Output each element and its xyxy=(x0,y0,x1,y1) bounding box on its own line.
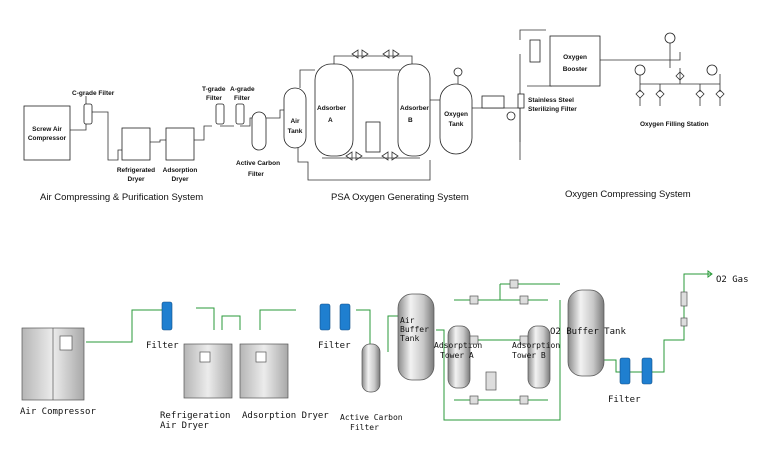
oxygen-tank xyxy=(439,83,473,155)
active-carbon-filter-top xyxy=(251,111,267,151)
adsorption-dryer-unit xyxy=(239,343,289,399)
filter-3b xyxy=(641,357,653,385)
top-schematic: Screw Air Compressor C-grade Filter Refr… xyxy=(23,29,725,203)
adsorption-tower-a xyxy=(447,325,471,389)
flow-meter xyxy=(481,95,505,109)
stainless-filter-label-2: Sterilizing Filter xyxy=(528,106,577,113)
screw-air-compressor xyxy=(23,105,71,161)
c-grade-filter xyxy=(83,103,93,125)
a-grade-filter-label-1: A-grade xyxy=(230,86,255,93)
section-air-compressing: Air Compressing & Purification System xyxy=(40,192,203,203)
t-grade-filter-label-2: Filter xyxy=(206,95,222,102)
refrigerated-dryer-label-1: Refrigerated xyxy=(117,167,155,174)
adsorption-tower-b xyxy=(527,325,551,389)
oxygen-booster-label-1: Oxygen xyxy=(563,54,587,61)
section-psa-generating: PSA Oxygen Generating System xyxy=(331,192,469,203)
tower-b-label-2: Tower B xyxy=(512,351,546,360)
adsorber-a-label-2: A xyxy=(328,117,333,124)
adsorption-dryer-label-2: Dryer xyxy=(172,176,189,183)
refrigerated-dryer-label-2: Dryer xyxy=(128,176,145,183)
gauge-icon xyxy=(664,32,676,44)
adsorption-dryer-bottom-label: Adsorption Dryer xyxy=(242,411,329,421)
oxygen-filling-station-label: Oxygen Filling Station xyxy=(640,121,709,128)
oxygen-tank-label-1: Oxygen xyxy=(444,111,468,118)
gauge-icon xyxy=(634,64,646,76)
o2-buffer-tank-label: O2 Buffer Tank xyxy=(550,327,626,337)
air-compressor-label: Air Compressor xyxy=(20,407,96,417)
filter-3-label: Filter xyxy=(608,395,641,405)
filter-1-label: Filter xyxy=(146,341,179,351)
a-grade-filter-label-2: Filter xyxy=(234,95,250,102)
refrigerated-dryer xyxy=(121,127,151,161)
tower-a-label-1: Adsorption xyxy=(434,341,482,350)
adsorber-a-label-1: Adsorber xyxy=(317,105,346,112)
active-carbon-bottom-label-2: Filter xyxy=(350,423,379,432)
adsorber-b-label-1: Adsorber xyxy=(400,105,429,112)
adsorber-b-label-2: B xyxy=(408,117,413,124)
gauge-icon xyxy=(506,111,516,121)
tower-b-label-1: Adsorption xyxy=(512,341,560,350)
oxygen-tank-label-2: Tank xyxy=(449,121,464,128)
filter-2-label: Filter xyxy=(318,341,351,351)
filter-2a xyxy=(319,303,331,331)
tower-a-label-2: Tower A xyxy=(440,351,474,360)
air-tank xyxy=(283,87,307,149)
silencer-bottom xyxy=(485,371,497,391)
bottom-3d-diagram: Air Compressor Filter Refrigeration Air … xyxy=(20,270,749,432)
adsorption-dryer-label-1: Adsorption xyxy=(163,167,198,174)
active-carbon-filter-bottom xyxy=(361,343,381,393)
t-grade-filter xyxy=(215,103,225,125)
control-panel xyxy=(59,335,73,351)
adsorber-a xyxy=(314,63,354,157)
air-buffer-tank xyxy=(397,293,435,381)
active-carbon-filter-top-label-2: Filter xyxy=(248,171,264,178)
refrigeration-dryer-label-2: Air Dryer xyxy=(160,421,209,431)
t-grade-filter-label-1: T-grade xyxy=(202,86,226,93)
buffer-column xyxy=(529,39,541,63)
stainless-steel-sterilizing-filter xyxy=(517,93,525,109)
active-carbon-bottom-label-1: Active Carbon xyxy=(340,413,403,422)
c-grade-filter-label: C-grade Filter xyxy=(72,90,115,97)
air-tank-label-1: Air xyxy=(290,118,300,125)
oxygen-booster-label-2: Booster xyxy=(563,66,588,73)
section-oxygen-compressing: Oxygen Compressing System xyxy=(565,189,691,200)
active-carbon-filter-top-label-1: Active Carbon xyxy=(236,160,280,167)
air-buffer-label-3: Tank xyxy=(400,334,419,343)
filter-1 xyxy=(161,301,173,331)
flow-meter-bottom xyxy=(680,291,688,307)
screw-air-compressor-label-1: Screw Air xyxy=(32,126,62,133)
silencer xyxy=(365,121,381,153)
air-buffer-label-2: Buffer xyxy=(400,325,429,334)
stainless-filter-label-1: Stainless Steel xyxy=(528,97,574,104)
screw-air-compressor-label-2: Compressor xyxy=(28,135,67,142)
o2-gas-label: O2 Gas xyxy=(716,275,749,285)
valve-icon xyxy=(680,317,688,327)
filter-3a xyxy=(619,357,631,385)
arrow-right-icon xyxy=(707,270,713,278)
adsorption-dryer xyxy=(165,127,195,161)
o2-buffer-tank xyxy=(567,289,605,377)
air-tank-label-2: Tank xyxy=(288,128,303,135)
a-grade-filter xyxy=(235,103,245,125)
oxygen-booster xyxy=(549,35,601,87)
adsorber-b xyxy=(397,63,431,157)
gauge-icon xyxy=(706,64,718,76)
filter-2b xyxy=(339,303,351,331)
refrigeration-dryer-label-1: Refrigeration xyxy=(160,411,230,421)
air-buffer-label-1: Air xyxy=(400,316,415,325)
gauge-icon xyxy=(453,67,463,77)
